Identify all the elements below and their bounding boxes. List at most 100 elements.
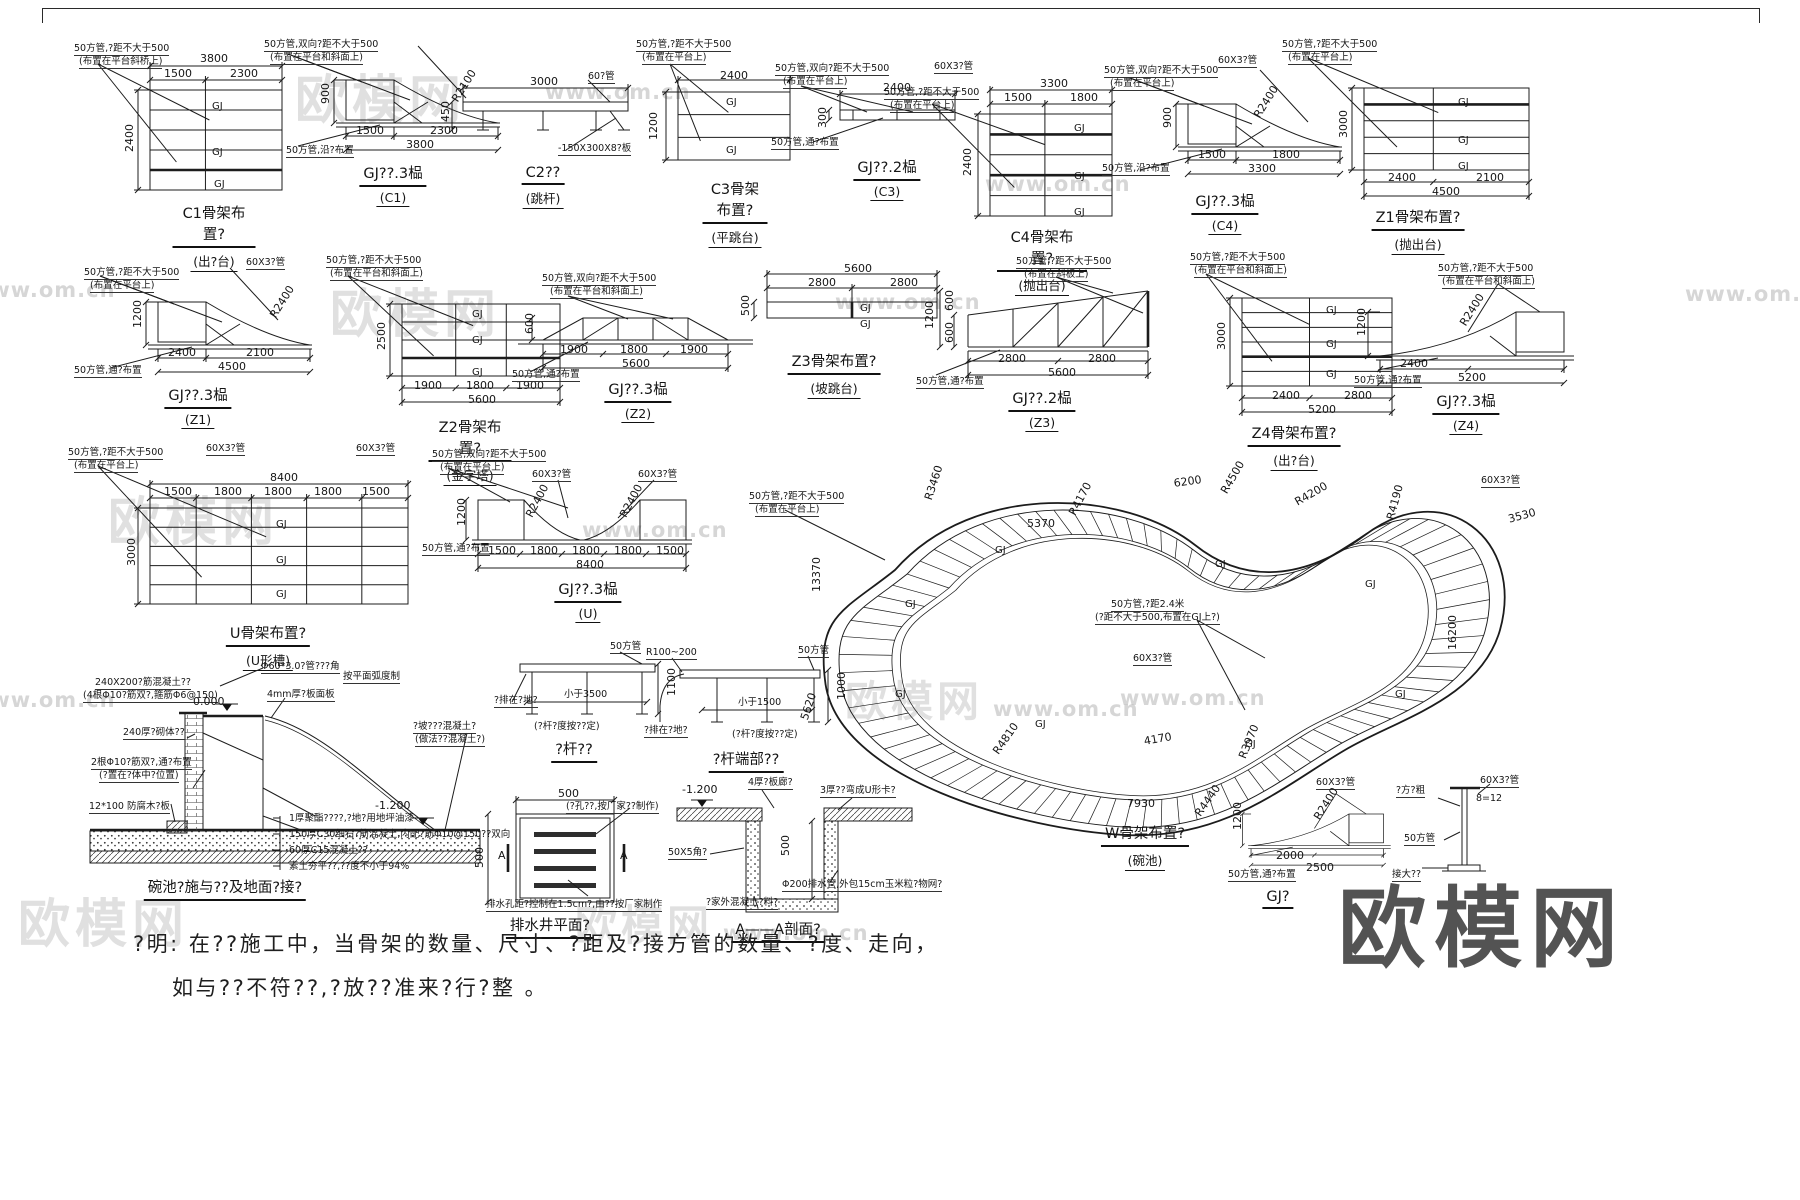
leader-label: (布置在平台和斜面上) bbox=[330, 268, 423, 281]
dim-label: 8400 bbox=[576, 558, 604, 571]
dim-label: 2100 bbox=[246, 346, 274, 359]
rail2-linework bbox=[659, 655, 832, 726]
leader-label: ?排在?地? bbox=[494, 695, 538, 708]
leader-label: 50方管,?距不大于500 bbox=[1438, 263, 1534, 276]
c2-linework bbox=[448, 79, 632, 151]
figure-caption-title: GJ??.3榀 bbox=[1191, 190, 1259, 215]
gjc3-linework bbox=[800, 85, 959, 143]
figure-caption-subtitle: (抛出台) bbox=[1391, 234, 1445, 255]
leader-label: 60X3?管 bbox=[1133, 653, 1173, 666]
dim-label: 2400 bbox=[123, 124, 136, 152]
leader-label: 50方管,?距不大于500 bbox=[1282, 39, 1378, 52]
z3-linework bbox=[750, 270, 941, 322]
leader-label: 50方管,通?布置 bbox=[771, 137, 839, 150]
dim-label: 1900 bbox=[414, 379, 442, 392]
dim-label: 2800 bbox=[1344, 389, 1372, 402]
leader-label: (布置在平台上) bbox=[440, 462, 505, 475]
member-label: GJ bbox=[1458, 135, 1469, 146]
dim-label: 2400 bbox=[1272, 389, 1300, 402]
leader-label: 50方管,?距不大于500 bbox=[1016, 256, 1112, 269]
leader-label: (布置在平台上) bbox=[74, 460, 139, 473]
leader-label: 60X3?管 bbox=[206, 443, 246, 456]
dim-label: 1800 bbox=[530, 544, 558, 557]
dim-label: 3000 bbox=[530, 75, 558, 88]
figure-caption-title: C1骨架布置? bbox=[172, 202, 256, 248]
dim-label: 1500 bbox=[1198, 148, 1226, 161]
member-label: GJ bbox=[214, 179, 225, 190]
leader-label: (布置在平台上) bbox=[755, 504, 820, 517]
leader-label: 50方管,?距不大于500 bbox=[1190, 252, 1286, 265]
dim-label: 2000 bbox=[1276, 849, 1304, 862]
dim-label: 7930 bbox=[1127, 797, 1155, 810]
leader-label: 240X200?筋混凝土?? bbox=[95, 677, 191, 690]
dim-label: 1200 bbox=[647, 112, 660, 140]
figure-caption: C4骨架布置?(抛出台) bbox=[997, 226, 1087, 296]
leader-label: 50方管,?距不大于500 bbox=[636, 39, 732, 52]
member-label: GJ bbox=[1035, 719, 1046, 730]
dim-label: 1200 bbox=[1231, 802, 1244, 830]
figure-caption: C3骨架布置?(平跳台) bbox=[702, 178, 768, 248]
leader-label: 50方管,双向?距不大于500 bbox=[264, 39, 379, 52]
note-label: (?杆?度按??定) bbox=[732, 729, 798, 740]
dim-label: 450 bbox=[439, 101, 452, 122]
dim-label: 2400 bbox=[720, 69, 748, 82]
c1-linework bbox=[97, 62, 286, 194]
dim-label: 1500 bbox=[1004, 91, 1032, 104]
figure-caption: Z1骨架布置? (抛出台) bbox=[1371, 206, 1465, 255]
leader-label: 60X3?管 bbox=[246, 257, 286, 270]
figure-caption: A——A剖面? bbox=[731, 918, 825, 943]
member-label: GJ bbox=[472, 367, 483, 378]
figure-caption: Z4骨架布置?(出?台) bbox=[1247, 422, 1341, 471]
dim-label: 1000 bbox=[835, 672, 848, 700]
dim-label: 0.000 bbox=[193, 695, 225, 708]
dim-label: 3000 bbox=[1215, 322, 1228, 350]
leader-label: (布置在平台和斜面上) bbox=[1194, 265, 1287, 278]
leader-label: ?坡???混凝土? bbox=[413, 721, 477, 734]
dim-label: 4500 bbox=[1432, 185, 1460, 198]
leader-label: 50方管,通?布置 bbox=[74, 365, 142, 378]
note-label: 小于3500 bbox=[564, 689, 608, 700]
z2-linework bbox=[347, 275, 564, 406]
dim-label: 13370 bbox=[810, 557, 823, 592]
leader-label: 60X3?管 bbox=[532, 469, 572, 482]
dim-label: 500 bbox=[473, 847, 486, 868]
leader-label: (布置在平台上) bbox=[90, 280, 155, 293]
figure-caption: GJ??.3榀(C1) bbox=[359, 162, 427, 207]
figure-caption-title: Z1骨架布置? bbox=[1371, 206, 1465, 231]
leader-label: 50方管,?距不大于500 bbox=[884, 87, 980, 100]
figure-caption-title: GJ? bbox=[1262, 889, 1294, 909]
leader-label: 2根Φ10?筋双?,通?布置 bbox=[91, 757, 192, 770]
leader-label: 60X3?管 bbox=[1480, 775, 1520, 788]
dim-label: 1800 bbox=[620, 343, 648, 356]
dim-label: 1800 bbox=[466, 379, 494, 392]
leader-label: 50方管,?距不大于500 bbox=[84, 267, 180, 280]
leader-label: ?家外混凝土?料? bbox=[706, 897, 779, 910]
leader-label: -150X300X8?板 bbox=[558, 143, 632, 156]
member-label: GJ bbox=[1326, 339, 1337, 350]
leader-label: Φ200排水管,外包15cm玉米粒?物网? bbox=[782, 879, 943, 892]
member-label: GJ bbox=[276, 555, 287, 566]
figure-caption-title: GJ??.2榀 bbox=[1008, 387, 1076, 412]
figure-caption: GJ??.3榀(Z2) bbox=[604, 378, 672, 423]
dim-label: 1800 bbox=[572, 544, 600, 557]
leader-label: 50方管,?距不大于500 bbox=[326, 255, 422, 268]
member-label: GJ bbox=[212, 101, 223, 112]
dim-label: 500 bbox=[779, 835, 792, 856]
leader-label: 50方管,双向?距不大于500 bbox=[542, 273, 657, 286]
general-note-line2: 如与??不符??,?放??准来?行?整 。 bbox=[172, 976, 549, 1000]
figure-caption-subtitle: (碗池) bbox=[1124, 850, 1166, 871]
leader-label: 50方管 bbox=[610, 641, 642, 654]
figure-caption-subtitle: (C4) bbox=[1208, 218, 1242, 235]
leader-label: (布置在平台上) bbox=[890, 100, 955, 113]
